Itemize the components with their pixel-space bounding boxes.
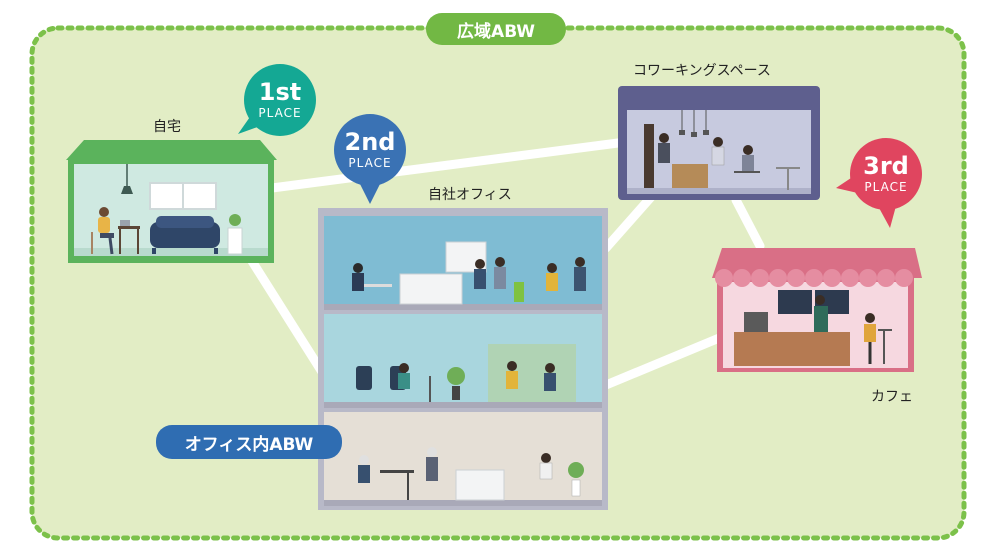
- second-place-pin-shape: [334, 114, 406, 204]
- first-place-ordinal: 1st: [258, 78, 302, 106]
- second-place-ordinal: 2nd: [344, 128, 396, 156]
- office-label: 自社オフィス: [428, 187, 512, 203]
- third-place-ordinal: 3rd: [863, 152, 909, 180]
- first-place-pin: 1st PLACE: [244, 64, 316, 136]
- connection-lines: [245, 138, 765, 390]
- second-place-word: PLACE: [348, 156, 392, 170]
- third-place-pin: 3rd PLACE: [850, 138, 922, 210]
- first-place-pin-shape: [238, 64, 316, 136]
- office-abw-badge: オフィス内ABW: [156, 425, 342, 459]
- office-building: [318, 208, 608, 510]
- cafe-label: カフェ: [871, 389, 913, 405]
- coworking-building: [618, 86, 820, 200]
- third-place-pin-shape: [836, 138, 922, 228]
- second-place-pin: 2nd PLACE: [334, 114, 406, 186]
- coworking-label: コワーキングスペース: [633, 63, 771, 79]
- third-place-word: PLACE: [864, 180, 908, 194]
- wide-abw-badge: 広域ABW: [426, 13, 566, 45]
- home-building: [66, 140, 277, 263]
- home-label: 自宅: [153, 119, 181, 135]
- first-place-word: PLACE: [258, 106, 302, 120]
- cafe-building: [712, 248, 922, 372]
